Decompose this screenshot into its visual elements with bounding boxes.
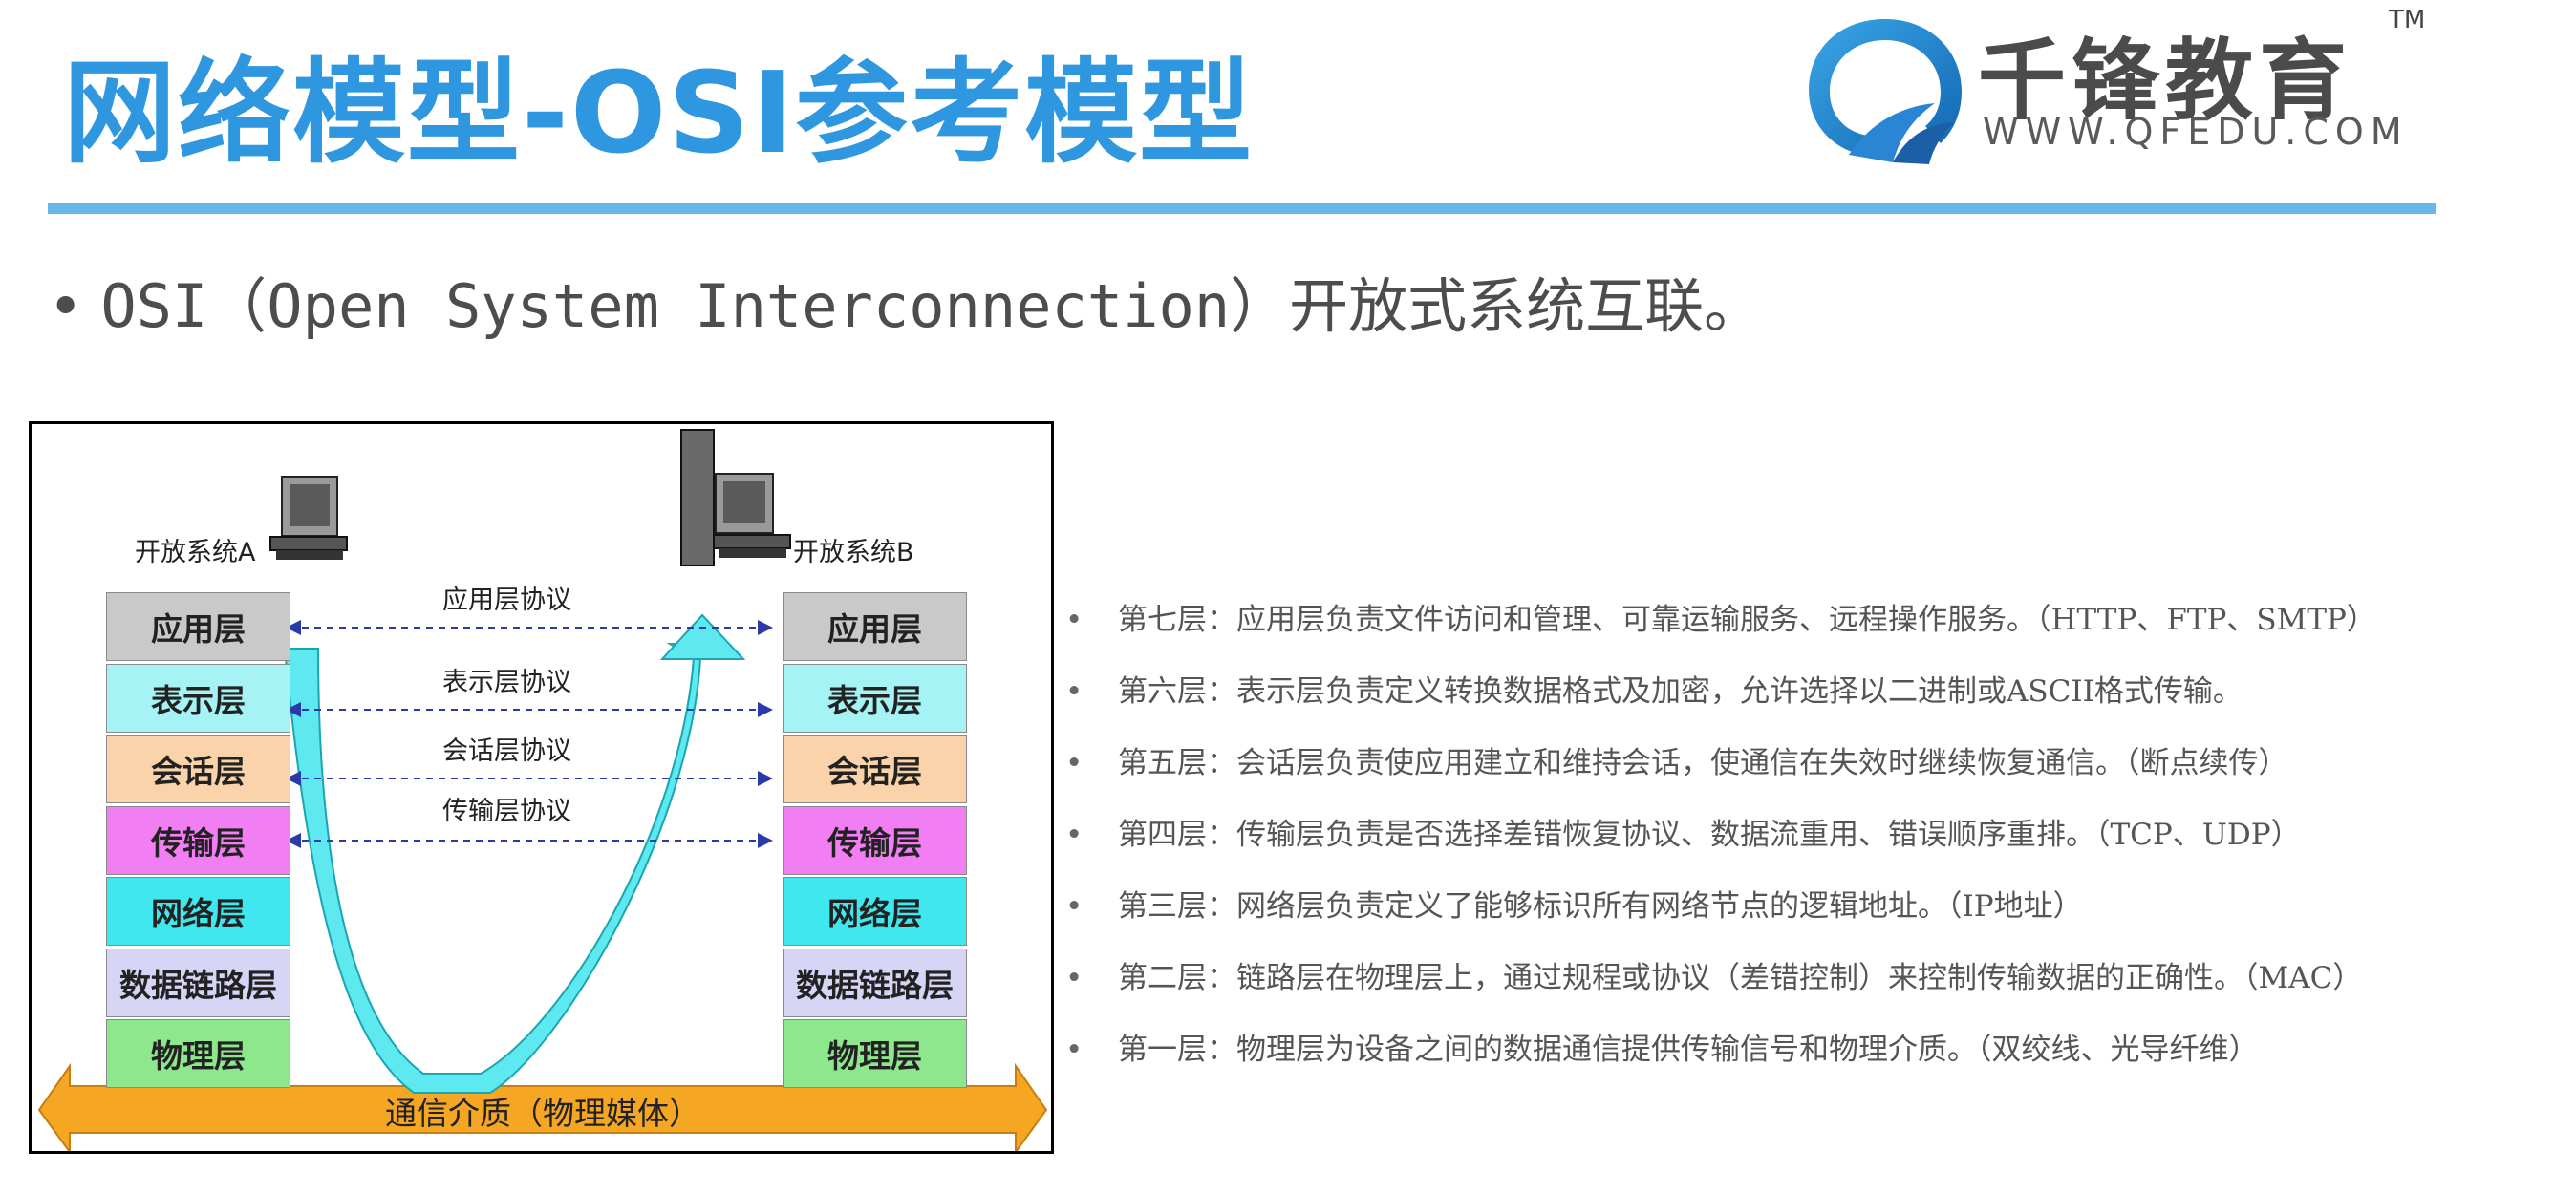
- layer-box-b-2: 数据链路层: [783, 948, 967, 1017]
- layer-description-item: • 第一层：物理层为设备之间的数据通信提供传输信号和物理介质。（双绞线、光导纤维）: [1065, 1024, 2376, 1096]
- bullet-dot: •: [1065, 1033, 1084, 1067]
- system-b-label: 开放系统B: [793, 538, 914, 567]
- layer-description-text: 第一层：物理层为设备之间的数据通信提供传输信号和物理介质。（双绞线、光导纤维）: [1118, 1033, 2259, 1067]
- protocol-label-session: 会话层协议: [442, 736, 571, 766]
- bullet-dot: •: [1065, 746, 1084, 780]
- layer-box-b-4: 传输层: [783, 805, 967, 875]
- layer-box-a-3: 网络层: [106, 877, 290, 946]
- trademark-mark: TM: [2389, 6, 2426, 34]
- qfedu-logo-icon: [1809, 19, 1962, 164]
- layer-description-text: 第七层：应用层负责文件访问和管理、可靠运输服务、远程操作服务。（HTTP、FTP…: [1118, 603, 2376, 637]
- data-flow-arrow: [283, 613, 746, 1094]
- system-a-stack: 应用层表示层会话层传输层网络层数据链路层物理层: [32, 424, 1051, 1151]
- layer-description-item: • 第四层：传输层负责是否选择差错恢复协议、数据流重用、错误顺序重排。（TCP、U…: [1065, 809, 2376, 881]
- protocol-label-transport: 传输层协议: [442, 797, 571, 826]
- layer-description-text: 第四层：传输层负责是否选择差错恢复协议、数据流重用、错误顺序重排。（TCP、UD…: [1118, 818, 2301, 852]
- layer-box-a-7: 应用层: [106, 592, 290, 661]
- system-a-label: 开放系统A: [135, 538, 256, 567]
- layer-box-a-1: 物理层: [106, 1019, 290, 1088]
- bullet-dot: •: [1065, 674, 1084, 709]
- layer-description-item: • 第二层：链路层在物理层上，通过规程或协议（差错控制）来控制传输数据的正确性。（…: [1065, 952, 2376, 1024]
- layer-description-item: • 第六层：表示层负责定义转换数据格式及加密，允许选择以二进制或ASCII格式传输…: [1065, 666, 2376, 737]
- slide-title: 网络模型-OSI参考模型: [63, 47, 1255, 179]
- computer-b-icon: [680, 429, 791, 566]
- layer-box-a-2: 数据链路层: [106, 948, 290, 1017]
- medium-label: 通信介质（物理媒体）: [385, 1095, 700, 1132]
- brand-logo: 千锋教育 WWW.QFEDU.COM TM: [1801, 4, 2451, 166]
- layer-box-b-1: 物理层: [783, 1019, 967, 1088]
- intro-text: OSI（Open System Interconnection）开放式系统互联。: [100, 271, 1764, 341]
- osi-diagram: 开放系统A 开放系统B 应用层协议 表示层协议 会话层协议 传输层协议 应用层表…: [29, 421, 1054, 1154]
- intro-bullet-line: •OSI（Open System Interconnection）开放式系统互联…: [48, 258, 1763, 344]
- layer-box-a-5: 会话层: [106, 735, 290, 803]
- title-divider: [48, 203, 2436, 214]
- layer-box-b-5: 会话层: [783, 735, 967, 803]
- protocol-label-presentation: 表示层协议: [442, 668, 571, 697]
- layer-box-b-6: 表示层: [783, 663, 967, 733]
- layer-box-b-7: 应用层: [783, 592, 967, 661]
- layer-description-text: 第五层：会话层负责使应用建立和维持会话，使通信在失效时继续恢复通信。（断点续传）: [1118, 746, 2288, 780]
- logo-wordmark: 千锋教育: [1978, 30, 2353, 132]
- bullet-dot: •: [1065, 818, 1084, 852]
- protocol-label-application: 应用层协议: [442, 586, 571, 615]
- layer-description-item: • 第五层：会话层负责使应用建立和维持会话，使通信在失效时继续恢复通信。（断点续传…: [1065, 737, 2376, 809]
- bullet-dot: •: [1065, 961, 1084, 995]
- protocol-lines: [286, 620, 773, 848]
- layer-descriptions: • 第七层：应用层负责文件访问和管理、可靠运输服务、远程操作服务。（HTTP、FT…: [1065, 594, 2376, 1096]
- layer-description-text: 第三层：网络层负责定义了能够标识所有网络节点的逻辑地址。（IP地址）: [1118, 889, 2083, 924]
- bullet-dot: •: [1065, 603, 1084, 637]
- bullet-dot: •: [1065, 889, 1084, 924]
- layer-description-text: 第二层：链路层在物理层上，通过规程或协议（差错控制）来控制传输数据的正确性。（M…: [1118, 961, 2363, 995]
- system-b-stack: 应用层表示层会话层传输层网络层数据链路层物理层: [32, 424, 1051, 1151]
- layer-box-a-4: 传输层: [106, 805, 290, 875]
- computer-a-icon: [269, 476, 348, 560]
- layer-box-a-6: 表示层: [106, 663, 290, 733]
- layer-description-item: • 第三层：网络层负责定义了能够标识所有网络节点的逻辑地址。（IP地址）: [1065, 881, 2376, 952]
- bullet-dot: •: [48, 271, 84, 341]
- layer-description-text: 第六层：表示层负责定义转换数据格式及加密，允许选择以二进制或ASCII格式传输。: [1118, 674, 2243, 709]
- logo-url: WWW.QFEDU.COM: [1983, 111, 2409, 153]
- layer-description-item: • 第七层：应用层负责文件访问和管理、可靠运输服务、远程操作服务。（HTTP、FT…: [1065, 594, 2376, 666]
- layer-box-b-3: 网络层: [783, 877, 967, 946]
